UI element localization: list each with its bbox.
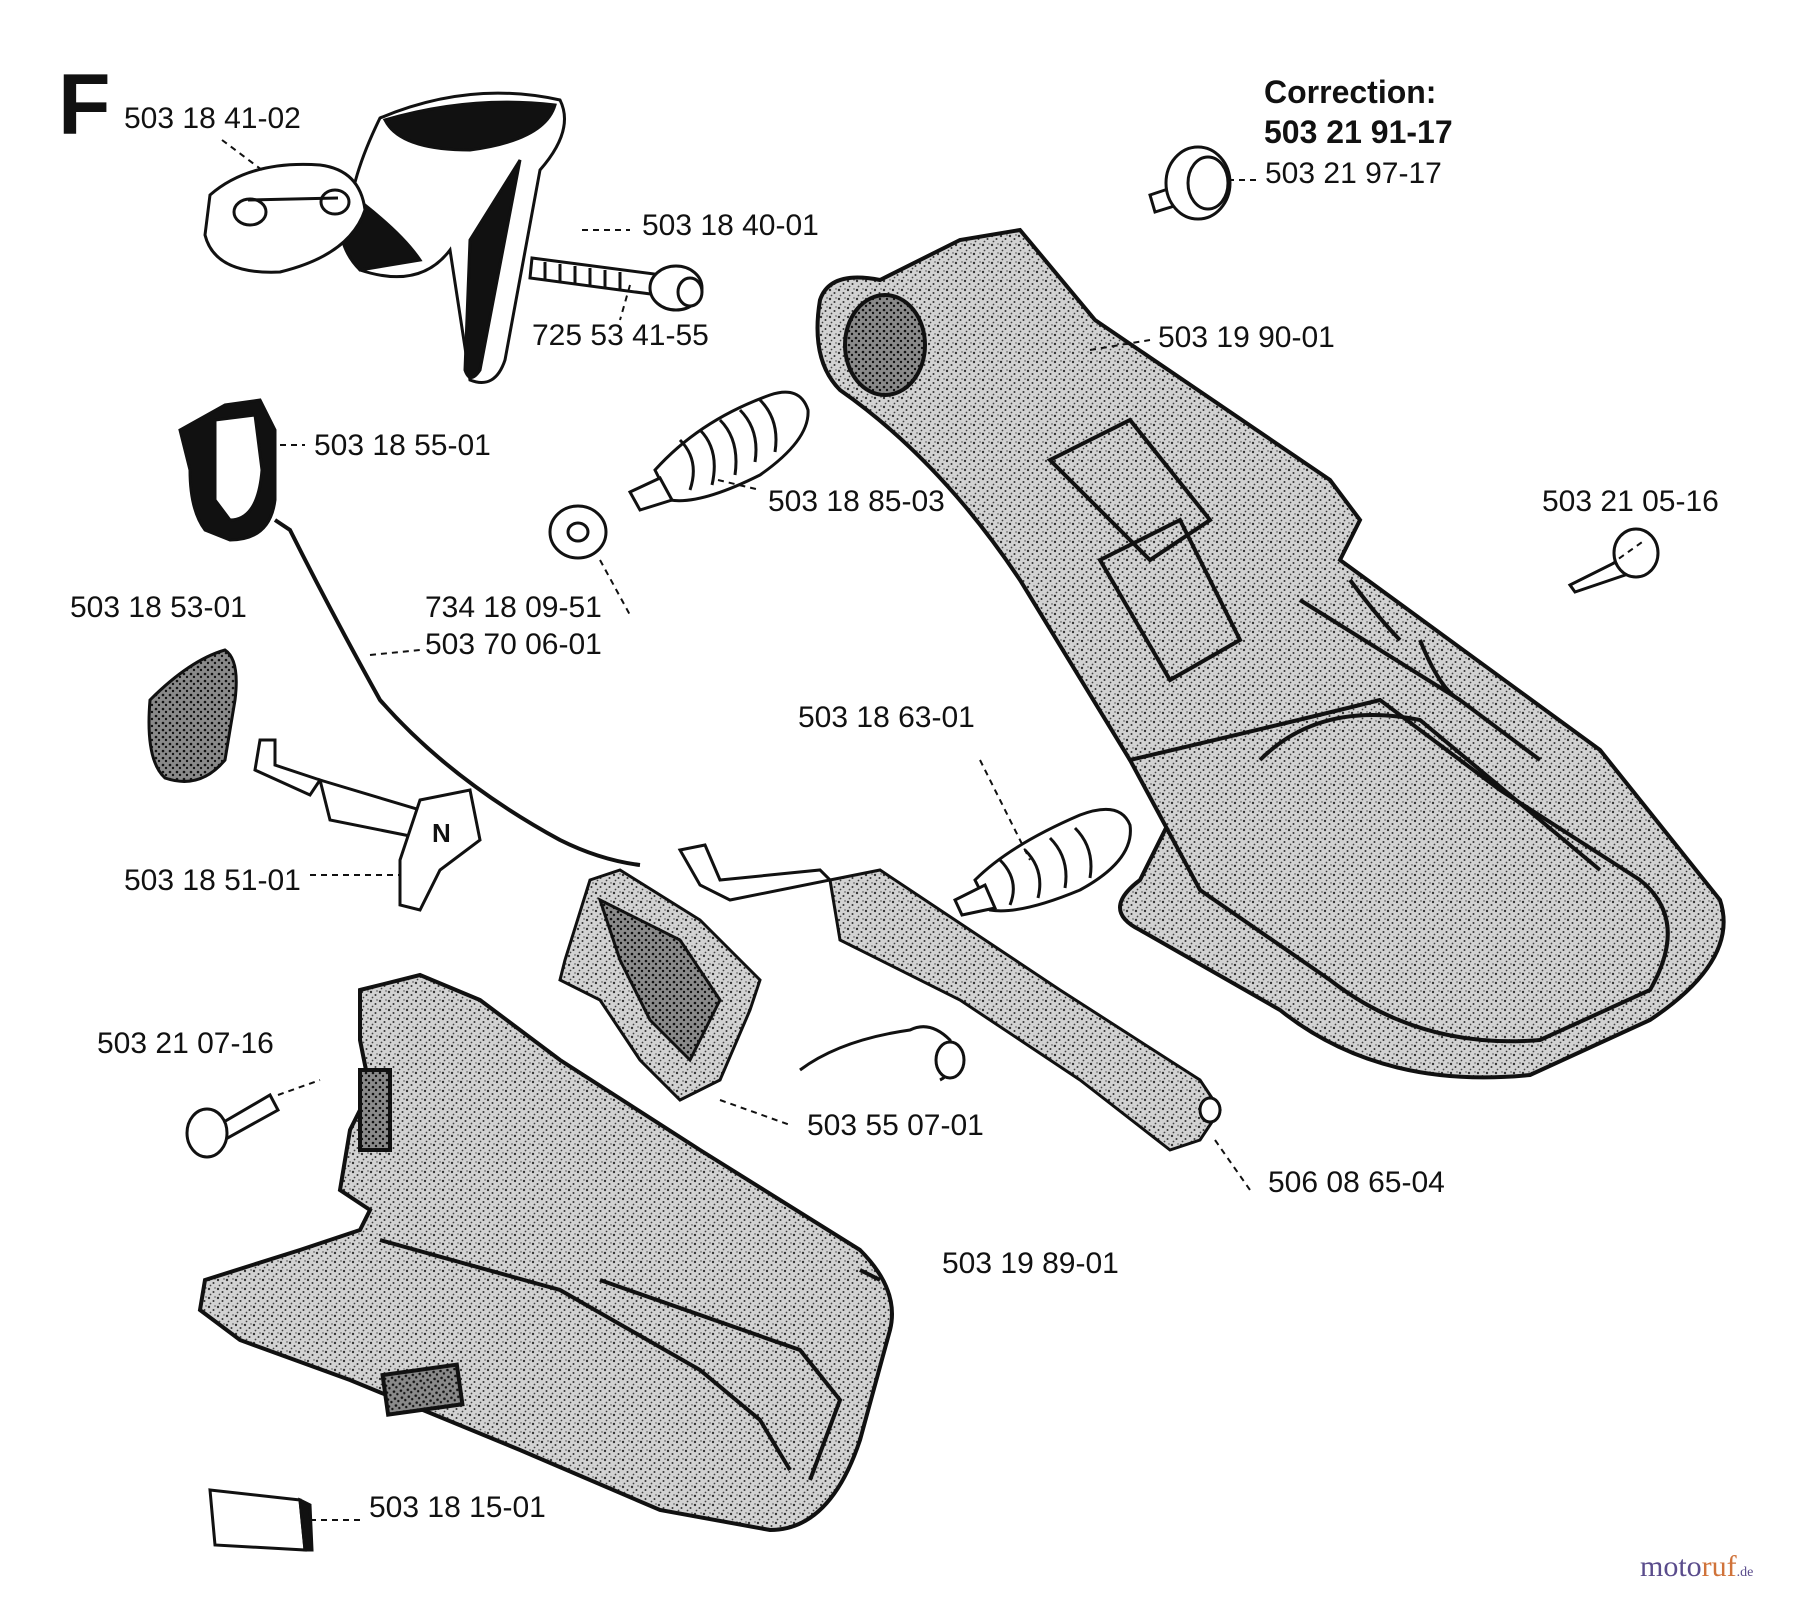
part-label: 503 18 53-01 <box>70 591 247 624</box>
correction-heading: Correction: <box>1264 74 1437 110</box>
svg-text:N: N <box>432 818 451 848</box>
leader-lines <box>221 139 1646 1521</box>
washer-screw-part <box>1148 145 1232 221</box>
rubber-buffer-upper-part <box>627 390 810 512</box>
part-label: 503 18 41-02 <box>124 102 301 135</box>
part-label: 503 21 07-16 <box>97 1027 274 1060</box>
part-label: 503 18 51-01 <box>124 864 301 897</box>
intake-funnel-part <box>338 91 566 384</box>
choke-control-part: N <box>253 738 482 912</box>
correction-part-number: 503 21 91-17 <box>1264 114 1453 150</box>
rear-handle-housing-part <box>815 227 1726 1080</box>
screw-right-part <box>1567 527 1660 594</box>
part-label: 503 21 05-16 <box>1542 485 1719 518</box>
end-cap-part <box>208 1488 314 1552</box>
part-label: 725 53 41-55 <box>532 319 709 352</box>
section-letter: F <box>58 57 111 153</box>
part-label: 503 18 63-01 <box>798 701 975 734</box>
part-label: 503 21 97-17 <box>1265 157 1442 190</box>
throttle-cable-part <box>273 518 641 867</box>
screw-left-part <box>185 1092 281 1159</box>
part-label: 734 18 09-51 <box>425 591 602 624</box>
socket-bolt-part <box>528 256 704 312</box>
throttle-trigger-part <box>677 843 1222 1152</box>
part-label: 503 18 15-01 <box>369 1491 546 1524</box>
trigger-lockout-part <box>558 868 762 1102</box>
cable-clip-part <box>178 398 277 542</box>
flange-gasket-part <box>203 162 367 274</box>
part-label: 503 55 07-01 <box>807 1109 984 1142</box>
part-label: 503 19 90-01 <box>1158 321 1335 354</box>
front-handle-housing-part <box>197 972 894 1533</box>
part-label: 503 70 06-01 <box>425 628 602 661</box>
part-label: 503 18 40-01 <box>642 209 819 242</box>
washer-part <box>548 504 608 560</box>
part-label: 503 18 55-01 <box>314 429 491 462</box>
part-label: 503 18 85-03 <box>768 485 945 518</box>
part-label: 503 19 89-01 <box>942 1247 1119 1280</box>
part-label: 506 08 65-04 <box>1268 1166 1445 1199</box>
rubber-buffer-lower-part <box>953 807 1132 917</box>
trigger-pad-part <box>147 648 238 783</box>
watermark-logo: motoruf.de <box>1640 1550 1754 1583</box>
